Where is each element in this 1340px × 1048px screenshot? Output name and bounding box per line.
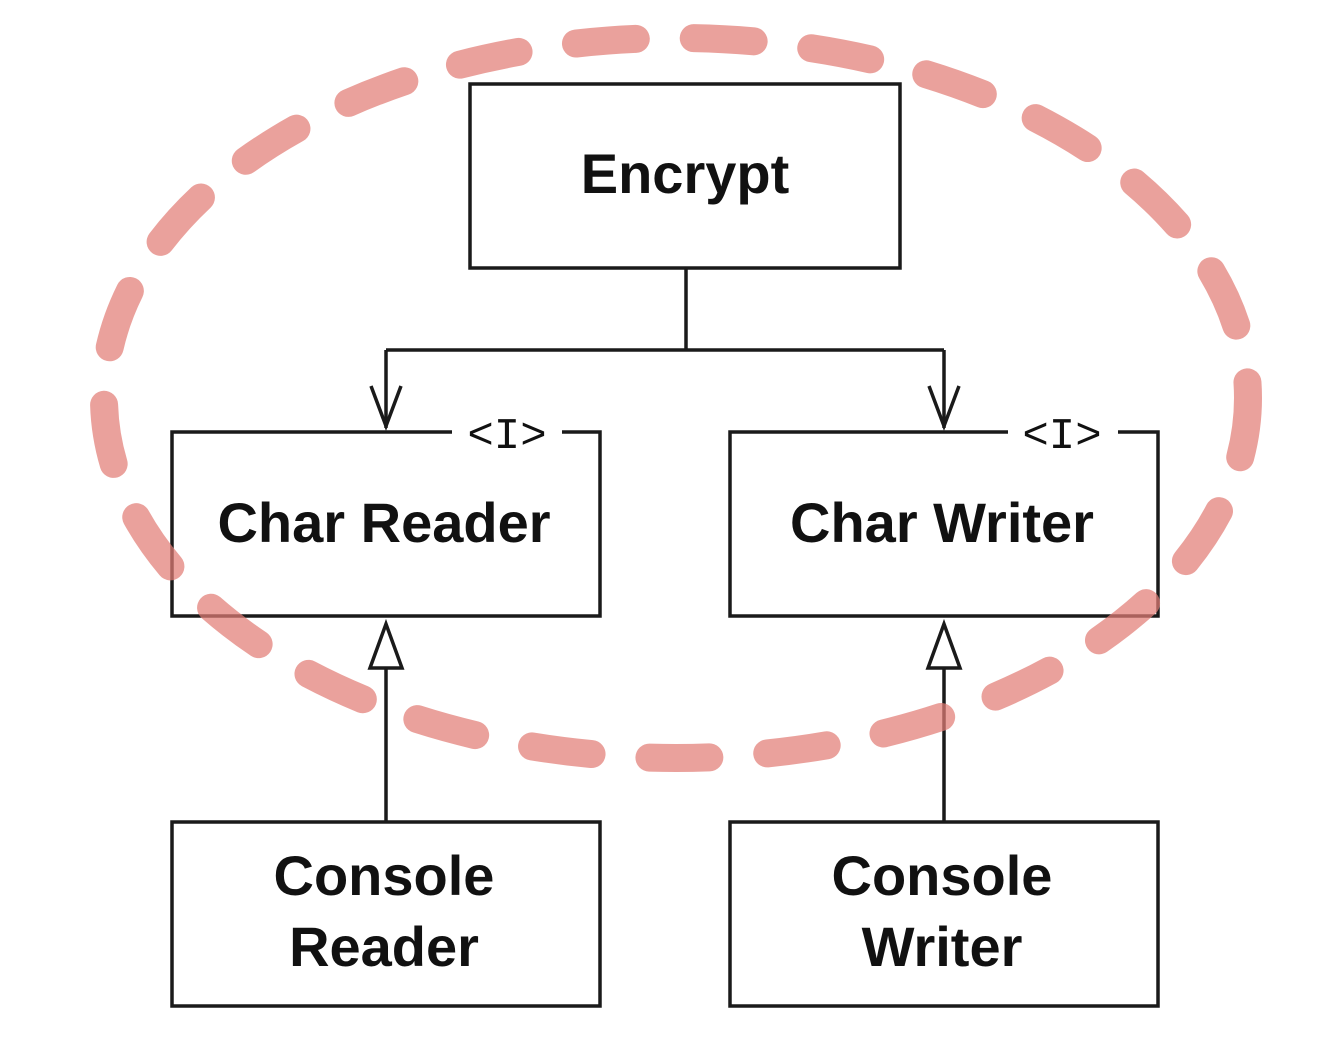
component-boundary-ellipse [90, 24, 1262, 772]
console-writer-box: Console Writer [728, 820, 1160, 1008]
console-writer-label-line2: Writer [862, 915, 1023, 978]
char-writer-box: <I> Char Writer [728, 412, 1160, 618]
char-reader-stereotype: <I> [467, 412, 546, 462]
char-reader-label: Char Reader [217, 491, 550, 554]
console-reader-label-line1: Console [274, 844, 495, 907]
realization-arrow-char-writer [925, 618, 963, 670]
encrypt-box: Encrypt [468, 82, 902, 270]
char-writer-label: Char Writer [790, 491, 1094, 554]
char-reader-box: <I> Char Reader [170, 412, 602, 618]
encrypt-label: Encrypt [581, 142, 790, 205]
connectors [369, 268, 961, 822]
realization-arrow-char-reader [367, 618, 405, 670]
dependency-arrow-char-writer [927, 385, 961, 431]
console-writer-label-line1: Console [832, 844, 1053, 907]
char-writer-stereotype: <I> [1022, 412, 1101, 462]
console-reader-box: Console Reader [170, 820, 602, 1008]
dependency-arrow-char-reader [369, 385, 403, 431]
dependency-line [384, 268, 946, 428]
console-reader-label-line2: Reader [289, 915, 479, 978]
